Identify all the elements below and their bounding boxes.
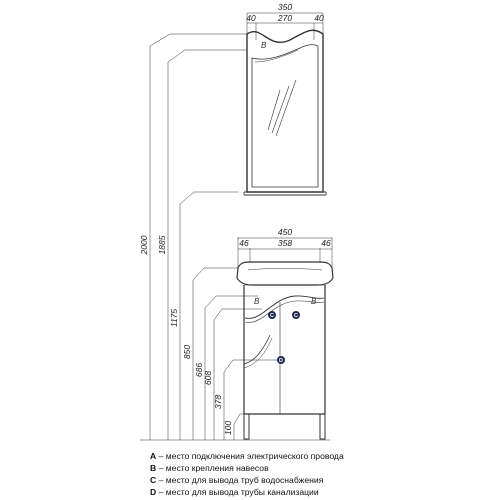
height-label-850: 850 (182, 345, 192, 359)
legend: A – место подключения электрического про… (150, 450, 490, 498)
cabinet-side-right-label: 46 (321, 238, 331, 248)
marker-d-letter: D (279, 358, 283, 364)
marker-d-dot (277, 356, 285, 364)
vanity-cabinet (236, 261, 334, 440)
legend-row-d: D – место для вывода трубы канализации (150, 487, 319, 497)
height-label-100: 100 (223, 421, 233, 435)
legend-row-b: B – место крепления навесов (150, 463, 269, 473)
height-label-378: 378 (213, 395, 223, 409)
marker-c-dot-left (268, 311, 276, 319)
cabinet-inner-label: 358 (278, 238, 292, 248)
dimension-drawing: 350 40 270 40 B 450 46 358 46 B B C C D … (139, 2, 334, 441)
height-label-2000: 2000 (139, 235, 149, 255)
cabinet-marker-b-right: B (311, 297, 317, 306)
mirror-width-label: 350 (278, 2, 292, 12)
cabinet-marker-b-left: B (254, 297, 260, 306)
mirror-inner-label: 270 (277, 13, 292, 23)
height-leaders (149, 33, 278, 440)
height-label-686: 686 (194, 363, 204, 377)
mirror (243, 29, 327, 196)
legend-row-c: C – место для вывода труб водоснабжения (150, 475, 324, 485)
mirror-frame-right-label: 40 (314, 13, 324, 23)
mirror-marker-b: B (261, 41, 267, 50)
mirror-frame-left-label: 40 (246, 13, 256, 23)
height-label-608: 608 (203, 371, 213, 385)
marker-c-left-letter: C (270, 313, 274, 319)
legend-row-a: A – место подключения электрического про… (150, 451, 344, 461)
marker-c-dot-right (292, 311, 300, 319)
cabinet-side-left-label: 46 (239, 238, 249, 248)
marker-c-right-letter: C (294, 313, 298, 319)
cabinet-width-label: 450 (278, 227, 292, 237)
height-label-1175: 1175 (169, 309, 179, 328)
height-label-1885: 1885 (157, 235, 167, 254)
